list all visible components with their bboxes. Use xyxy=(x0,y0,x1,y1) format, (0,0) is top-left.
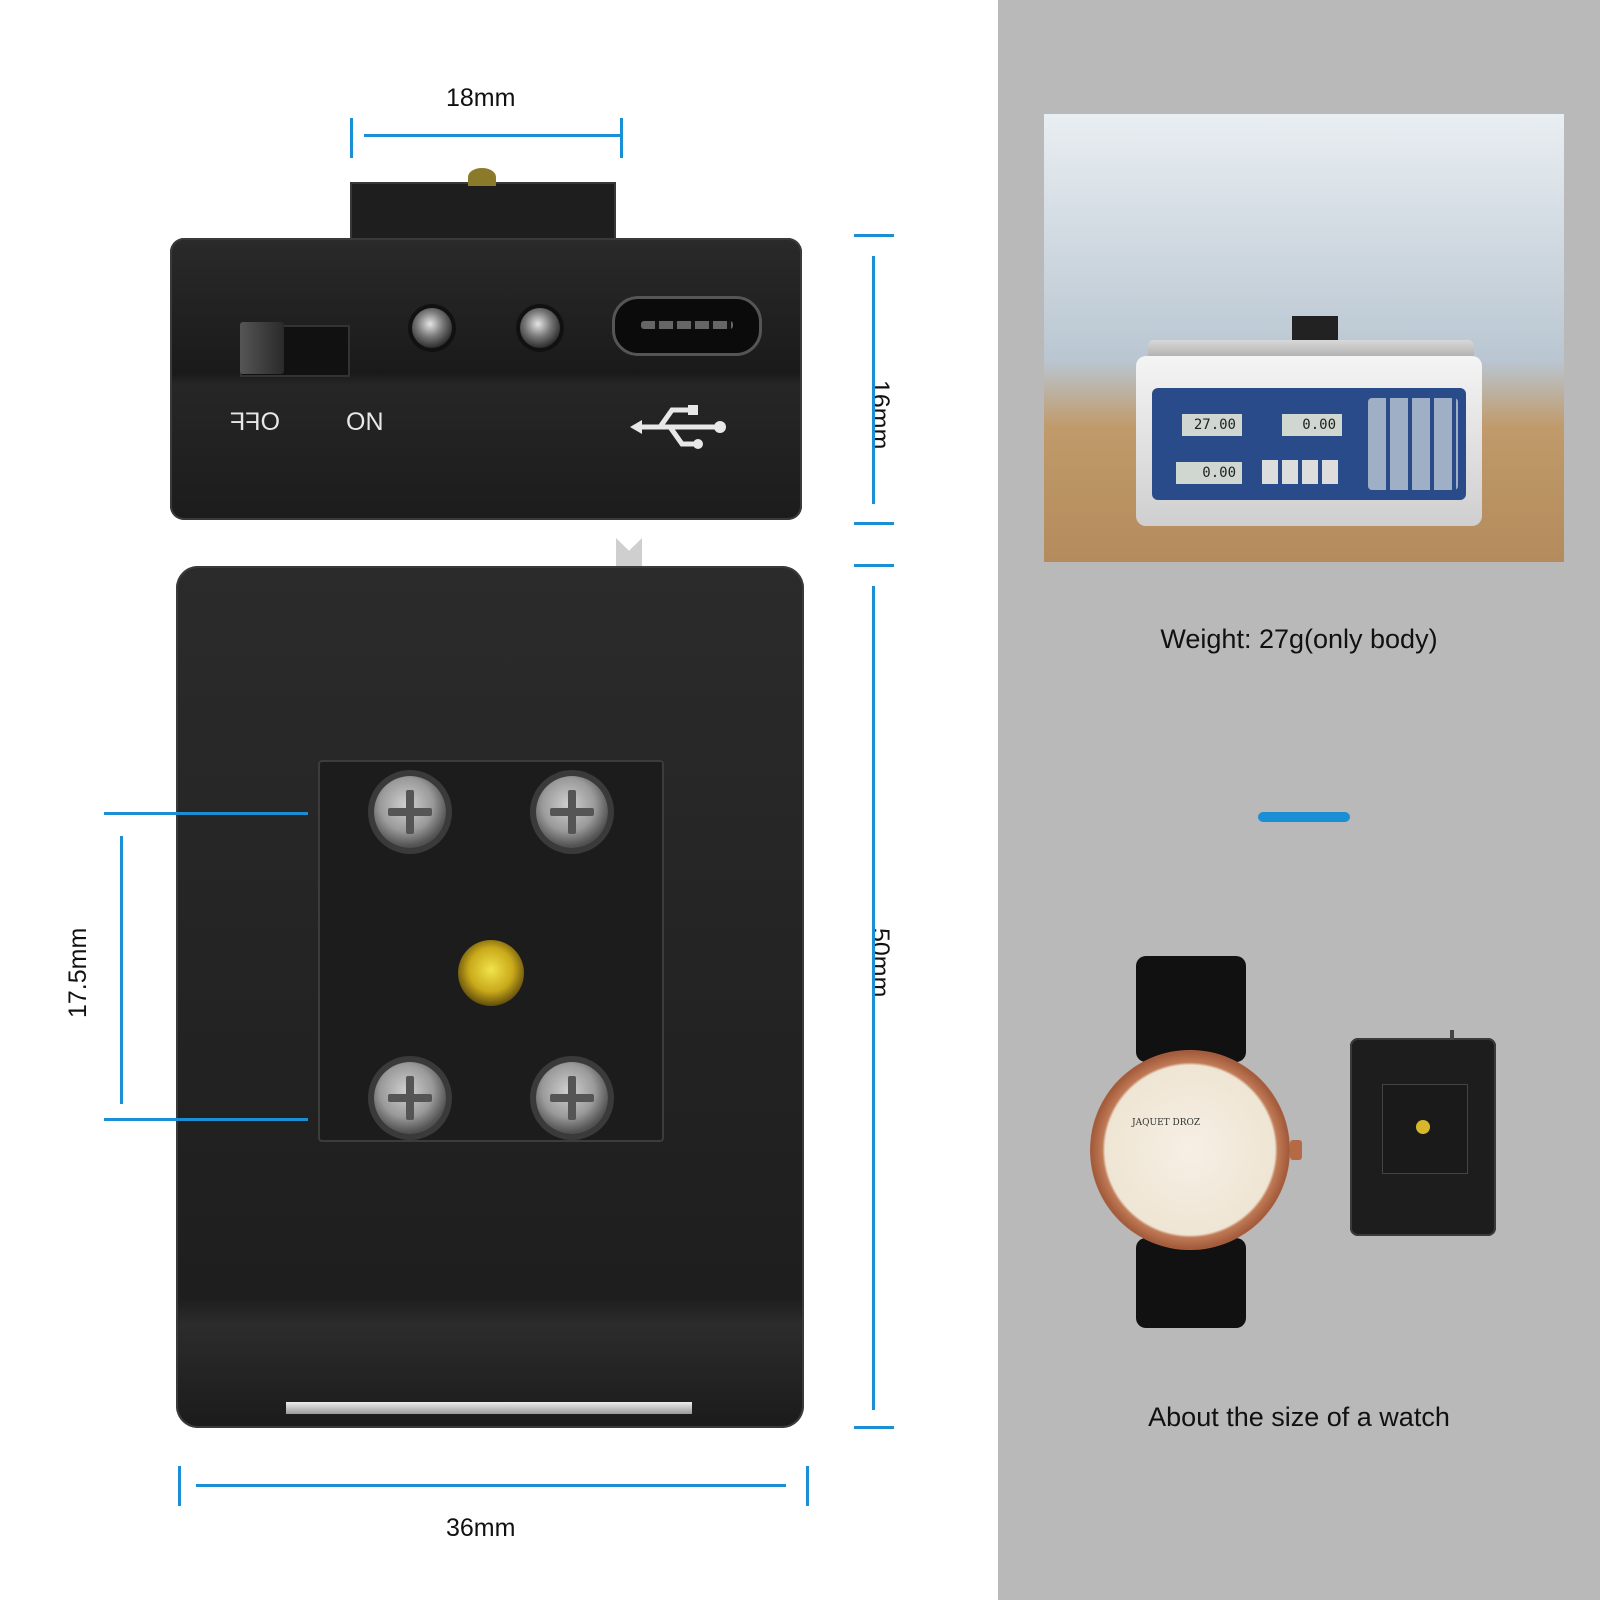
scale-lcd-unit-price: 0.00 xyxy=(1282,414,1342,436)
size-caption: About the size of a watch xyxy=(1148,1402,1450,1432)
dimension-label-18mm: 18mm xyxy=(446,84,516,112)
screw-bottom-left xyxy=(374,1062,446,1134)
watch-strap-bottom xyxy=(1136,1238,1246,1328)
usb-icon xyxy=(630,402,730,457)
accent-divider xyxy=(1258,812,1350,822)
mini-device-cable xyxy=(1450,1030,1454,1040)
screw-top-right xyxy=(536,776,608,848)
scale-lcd-total-price: 0.00 xyxy=(1176,462,1242,484)
weight-caption: Weight: 27g(only body) xyxy=(1160,624,1438,654)
dimension-label-17-5mm: 17.5mm xyxy=(64,927,92,1018)
watch-strap-top xyxy=(1136,956,1246,1062)
screw-bottom-right xyxy=(536,1062,608,1134)
power-switch-knob xyxy=(240,322,284,374)
gold-contact-pin xyxy=(458,940,524,1006)
dimension-label-16mm: 16mm xyxy=(866,380,894,450)
watch-face xyxy=(1090,1050,1290,1250)
scale-keypad xyxy=(1368,398,1458,490)
on-label: ON xyxy=(346,408,384,436)
mount-pin xyxy=(468,168,496,186)
scale-device xyxy=(1292,316,1338,340)
body-bottom-edge xyxy=(286,1402,692,1414)
dimension-label-50mm: 50mm xyxy=(866,928,894,998)
led-left xyxy=(412,308,452,348)
led-right xyxy=(520,308,560,348)
watch-brand-label: JAQUET DROZ xyxy=(1132,1118,1201,1128)
usb-port xyxy=(612,296,762,356)
screw-top-left xyxy=(374,776,446,848)
scale-lcd-weight: 27.00 xyxy=(1182,414,1242,436)
mount-bracket xyxy=(350,182,616,244)
dimension-label-36mm: 36mm xyxy=(446,1514,516,1542)
mini-device-pin xyxy=(1416,1120,1430,1134)
scale-memory-keys xyxy=(1262,460,1342,484)
off-label: OFF xyxy=(230,408,280,436)
watch-crown xyxy=(1290,1140,1302,1160)
device-top-view xyxy=(170,238,802,520)
